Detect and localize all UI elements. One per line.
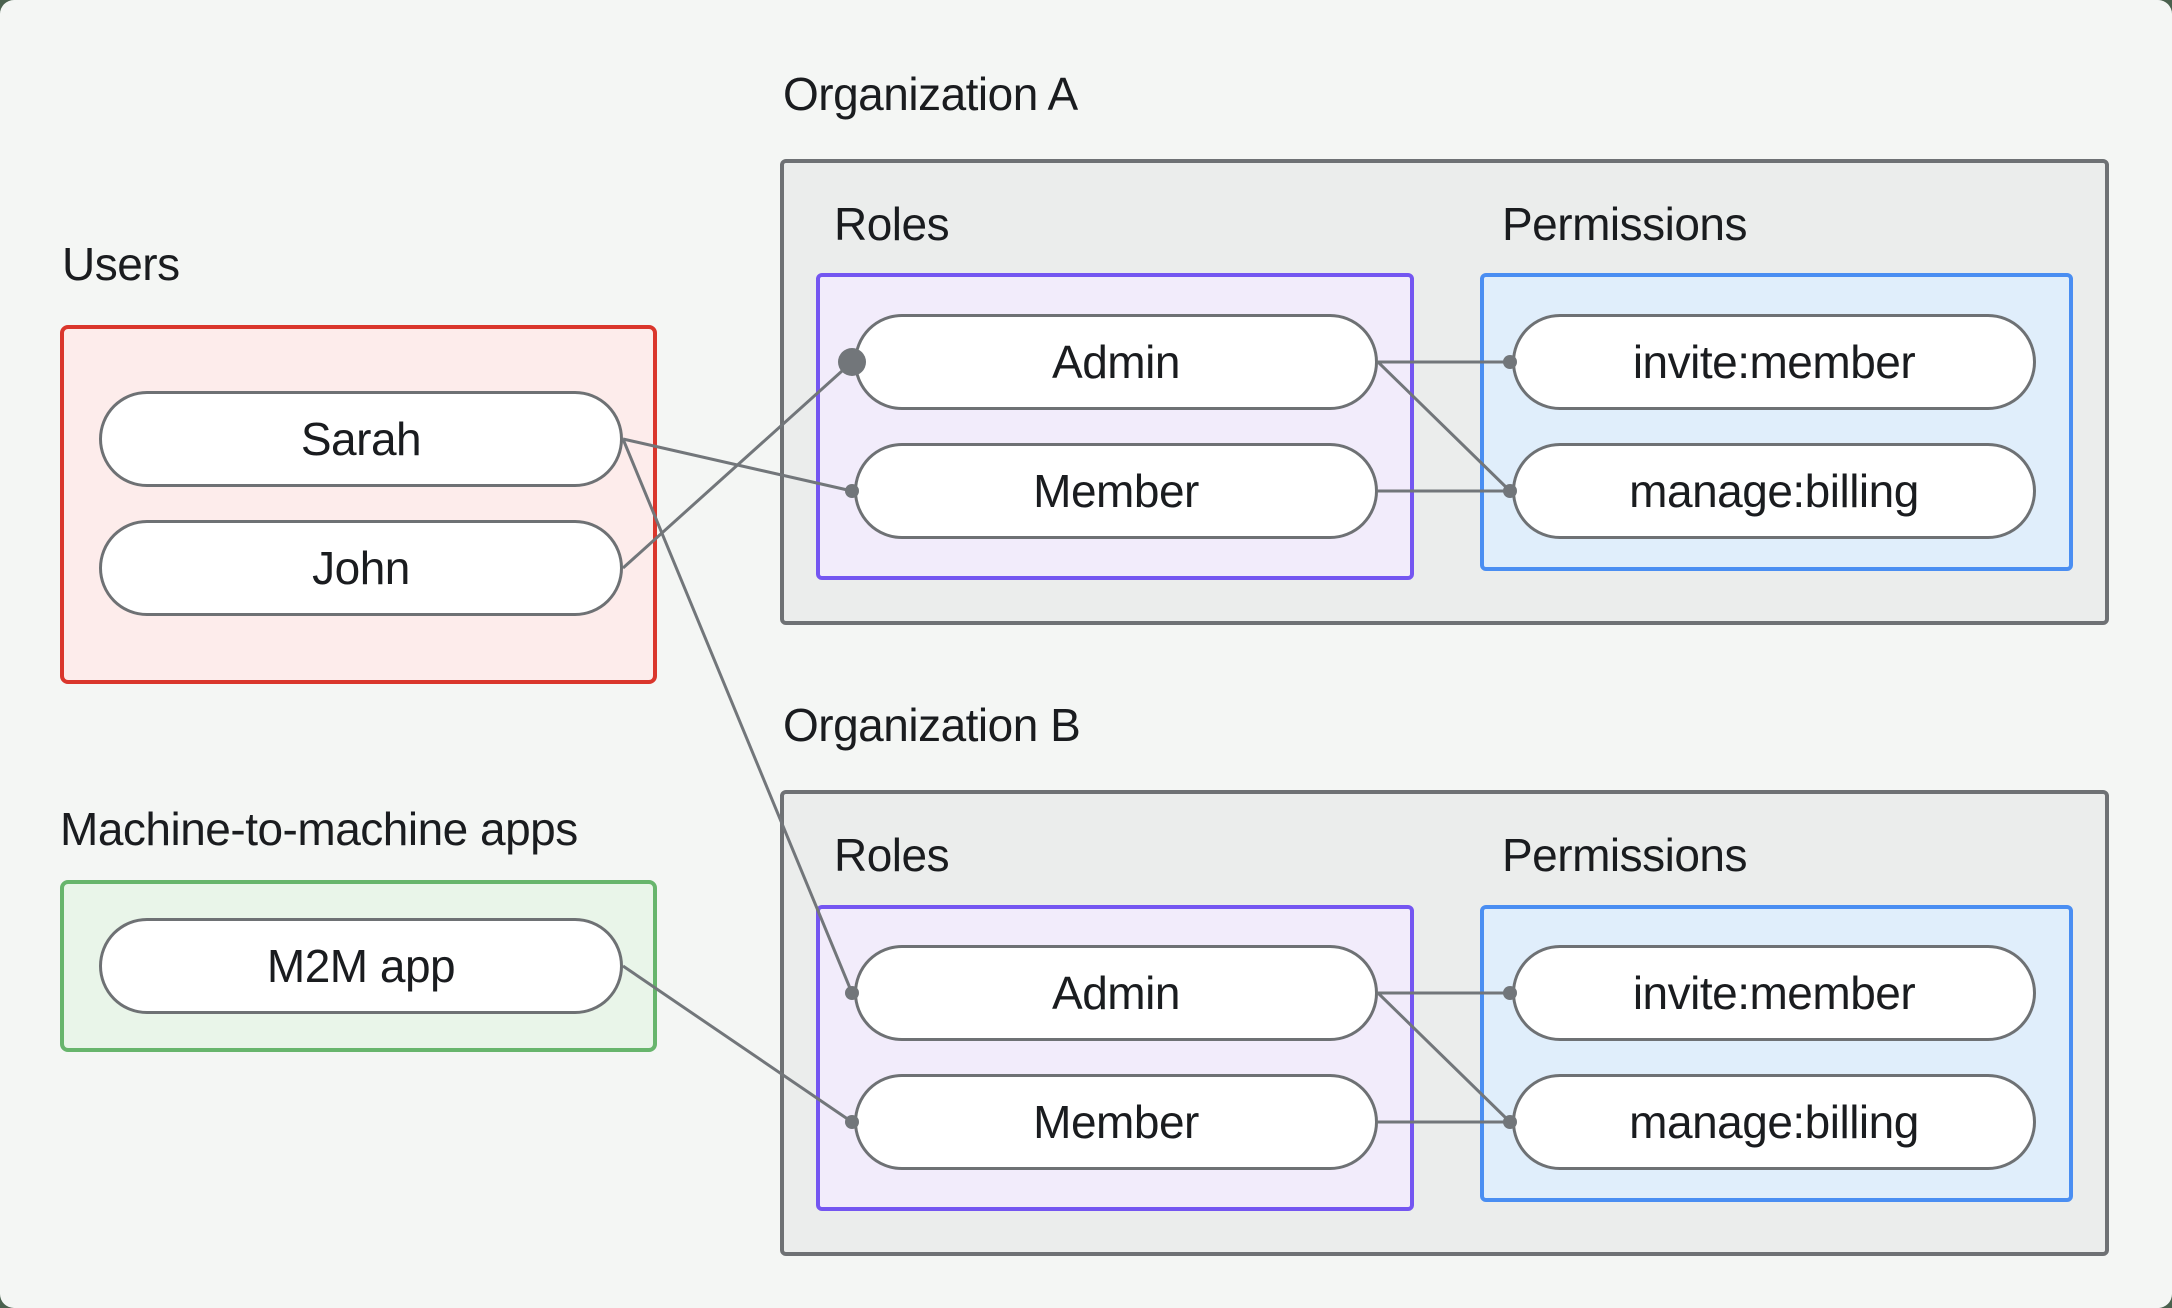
user-node-sarah: Sarah [99, 391, 623, 487]
org-b-role-member: Member [854, 1074, 1378, 1170]
org-b-title: Organization B [783, 699, 1081, 751]
org-b-role-admin-label: Admin [1052, 967, 1180, 1019]
org-a-role-admin-label: Admin [1052, 336, 1180, 388]
m2m-node-app-label: M2M app [266, 940, 456, 992]
org-a-role-admin: Admin [854, 314, 1378, 410]
user-node-sarah-label: Sarah [300, 413, 422, 465]
org-b-permission-invite-member: invite:member [1512, 945, 2036, 1041]
org-b-role-member-label: Member [1033, 1096, 1199, 1148]
org-a-permission-manage-billing: manage:billing [1512, 443, 2036, 539]
org-a-role-member-label: Member [1033, 465, 1199, 517]
org-a-permissions-label: Permissions [1502, 198, 1748, 250]
org-a-permission-invite-member: invite:member [1512, 314, 2036, 410]
m2m-node-app: M2M app [99, 918, 623, 1014]
m2m-group-label: Machine-to-machine apps [60, 803, 578, 855]
org-a-roles-label: Roles [834, 198, 950, 250]
user-node-john: John [99, 520, 623, 616]
user-node-john-label: John [312, 542, 410, 594]
org-a-permission-invite-member-label: invite:member [1632, 336, 1916, 388]
org-b-permission-invite-member-label: invite:member [1632, 967, 1916, 1019]
org-a-role-member: Member [854, 443, 1378, 539]
org-b-role-admin: Admin [854, 945, 1378, 1041]
users-group-label: Users [62, 238, 180, 290]
org-b-permission-manage-billing: manage:billing [1512, 1074, 2036, 1170]
org-b-roles-label: Roles [834, 829, 950, 881]
org-a-permission-manage-billing-label: manage:billing [1629, 465, 1919, 517]
users-group-box [60, 325, 657, 684]
org-b-permissions-label: Permissions [1502, 829, 1748, 881]
org-a-title: Organization A [783, 68, 1078, 120]
org-b-permission-manage-billing-label: manage:billing [1629, 1096, 1919, 1148]
